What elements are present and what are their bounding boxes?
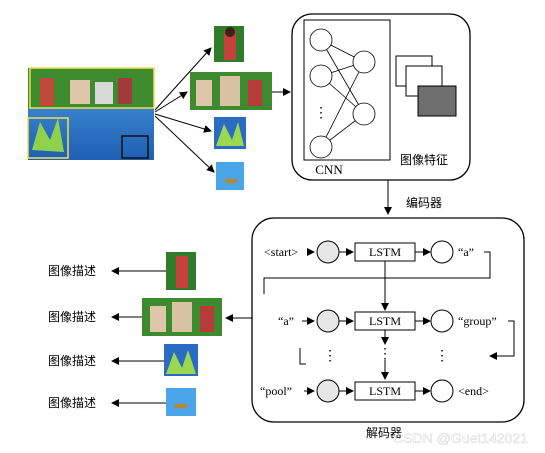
row2-output: “group” <box>458 314 497 328</box>
row3-input: “pool” <box>260 384 292 398</box>
row2-output-node <box>430 309 454 333</box>
row3-lstm: LSTM <box>369 384 401 398</box>
crop-person <box>214 26 244 62</box>
watermark: CSDN @Guet142021 <box>393 430 528 446</box>
output-row-4: 图像描述 <box>48 388 196 416</box>
output-row-2: 图像描述 <box>48 298 222 336</box>
output-row-3: 图像描述 <box>48 344 198 376</box>
row1-embed-node <box>316 240 340 264</box>
crop-group <box>190 72 272 110</box>
row3-embed-node <box>316 379 340 403</box>
input-image <box>27 67 155 160</box>
row1-lstm: LSTM <box>369 245 401 259</box>
row1-output: “a” <box>458 245 474 259</box>
cnn-label: CNN <box>315 162 343 177</box>
caption-4: 图像描述 <box>48 396 96 410</box>
row2-input: “a” <box>278 314 294 328</box>
feature-label: 图像特征 <box>400 152 448 167</box>
decoder-box: <start> LSTM “a” “a” LSTM “group” ⋮ ⋮ ⋮ … <box>251 217 525 423</box>
row2-embed-node <box>316 309 340 333</box>
ellipsis-right: ⋮ <box>435 349 449 364</box>
caption-2: 图像描述 <box>48 310 96 324</box>
ellipsis-mid: ⋮ <box>378 347 392 362</box>
output-row-1: 图像描述 <box>48 252 196 290</box>
row1-output-node <box>430 240 454 264</box>
feature-maps-icon <box>395 55 457 117</box>
caption-1: 图像描述 <box>48 264 96 278</box>
crop-arrows <box>154 47 291 173</box>
row3-output: <end> <box>458 384 489 398</box>
decoder-stage-label: 解码器 <box>366 426 402 440</box>
crop-plant <box>214 117 246 149</box>
crop-fish <box>216 162 244 190</box>
caption-3: 图像描述 <box>48 354 96 368</box>
encoder-box: ⋮ CNN 图像特征 <box>291 13 471 181</box>
cnn-network <box>309 28 376 159</box>
cnn-ellipsis: ⋮ <box>314 106 328 121</box>
row3-output-node <box>430 379 454 403</box>
ellipsis-left: ⋮ <box>323 349 337 364</box>
row1-input: <start> <box>264 245 298 259</box>
row2-lstm: LSTM <box>369 314 401 328</box>
encoder-stage-label: 编码器 <box>406 195 442 210</box>
